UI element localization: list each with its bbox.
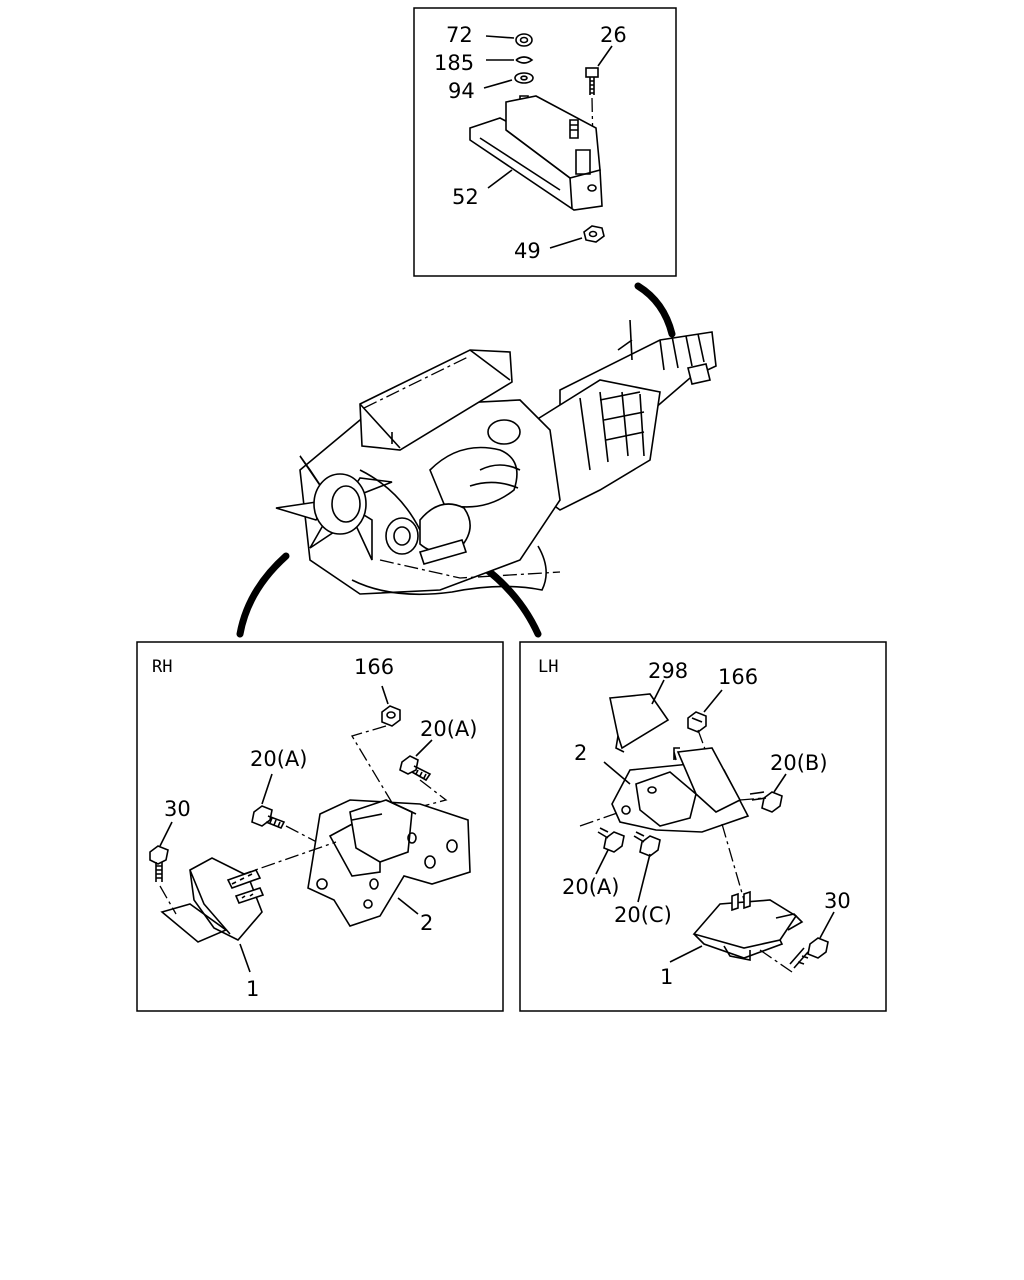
nut-49-drawing	[583, 225, 605, 243]
callout-52: 52	[452, 185, 479, 209]
callout-185: 185	[434, 51, 474, 75]
rh-bolt-20a-left-drawing	[251, 805, 286, 830]
rh-bolt-30-drawing	[149, 845, 169, 882]
spring-washer-185-drawing	[515, 56, 534, 64]
lh-callout-20a: 20(A)	[562, 875, 619, 899]
rh-callout-20a-left: 20(A)	[250, 747, 307, 771]
rh-callout-20a-upper: 20(A)	[420, 717, 477, 741]
lh-bolt-20b-drawing	[749, 791, 783, 813]
lh-callout-20b: 20(B)	[770, 751, 828, 775]
rh-nut-166-drawing	[381, 705, 401, 727]
lh-mount-inset: LH	[519, 641, 887, 1012]
lh-heat-shield-298-drawing	[609, 693, 670, 753]
lh-mount-frame	[519, 641, 887, 1012]
pointer-arc-rh	[236, 552, 290, 638]
washer-94-drawing	[514, 72, 534, 84]
lh-callout-20c: 20(C)	[614, 903, 672, 927]
callout-49: 49	[514, 239, 541, 263]
rh-mount-frame	[136, 641, 504, 1012]
lh-bracket-2-drawing	[611, 747, 750, 833]
lh-mount-1-drawing	[692, 890, 804, 961]
engine-transmission-assembly-drawing	[236, 282, 717, 638]
bolt-26-drawing	[585, 67, 599, 95]
lh-nut-166-drawing	[687, 711, 707, 733]
lh-callout-298: 298	[648, 659, 688, 683]
nut-72-drawing	[515, 33, 533, 47]
pointer-arc-rear	[634, 282, 676, 338]
lh-callout-1: 1	[660, 965, 673, 989]
rh-bracket-2-drawing	[307, 799, 471, 927]
lh-callout-2: 2	[574, 741, 587, 765]
rear-mount-inset: 72 185 94 26 52 49	[413, 7, 677, 277]
rear-mount-52-drawing	[469, 95, 603, 211]
lh-bolt-20c-drawing	[633, 831, 661, 857]
rh-callout-2: 2	[420, 911, 433, 935]
lh-bolt-20a-drawing	[597, 827, 625, 853]
rear-mount-frame	[413, 7, 677, 277]
callout-94: 94	[448, 79, 475, 103]
callout-26: 26	[600, 23, 627, 47]
rh-bolt-20a-upper-drawing	[399, 755, 432, 782]
lh-bolt-30-drawing	[789, 937, 829, 969]
lh-side-label: LH	[538, 657, 558, 677]
rh-callout-30: 30	[164, 797, 191, 821]
rh-mount-1-drawing	[160, 857, 265, 943]
rh-callout-1: 1	[246, 977, 259, 1001]
rh-side-label: RH	[152, 657, 172, 677]
lh-callout-166: 166	[718, 665, 758, 689]
callout-72: 72	[446, 23, 473, 47]
lh-callout-30: 30	[824, 889, 851, 913]
rh-callout-166: 166	[354, 655, 394, 679]
cooling-fan-drawing	[275, 455, 393, 561]
rh-mount-inset: RH	[136, 641, 504, 1012]
